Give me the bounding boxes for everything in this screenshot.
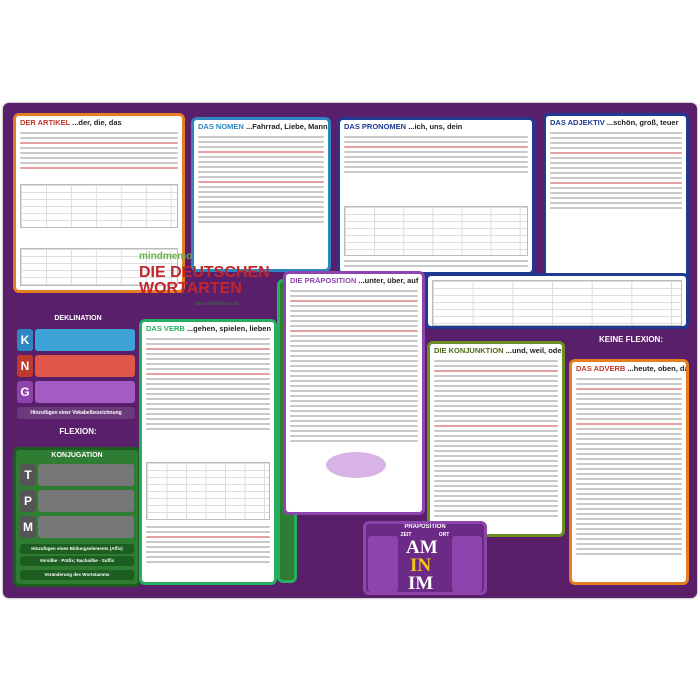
card-adverb-title: DAS ADVERB ...heute, oben, darum	[572, 362, 686, 375]
konjugation-badge-t: T	[20, 464, 36, 486]
center-title-block: mindmemo DIE DEUTSCHEN WORTARTEN www.min…	[135, 251, 285, 311]
card-adjektiv-title: DAS ADJEKTIV ...schön, groß, teuer	[546, 116, 686, 129]
konjugation-badge-p: P	[20, 490, 36, 512]
prep-word-in: IN	[410, 555, 432, 576]
card-nomen-text	[198, 136, 324, 265]
konjugation-footer-1: Hinzufügen eines Bildungselements (Affix…	[20, 544, 134, 554]
website-url: www.mindmemo.de	[195, 301, 239, 307]
card-nomen: DAS NOMEN ...Fahrrad, Liebe, Mann	[191, 117, 331, 272]
konjugation-title: KONJUGATION	[51, 452, 103, 459]
card-konjunktion-title: DIE KONJUNKTION ...und, weil, oder	[430, 344, 562, 357]
adjektiv-table	[432, 280, 682, 326]
card-adjektiv-text	[550, 132, 682, 312]
konjugation-strip-m	[38, 516, 134, 538]
card-pronomen-text	[344, 136, 528, 192]
adjektiv-table-band	[425, 273, 689, 329]
konjugation-footer-2: Vorsilbe · Präfix; Nachsilbe · Suffix	[20, 556, 134, 566]
am-in-im-panel: PRÄPOSITION ZEIT ORT AM IN IM	[363, 521, 487, 595]
card-pronomen-table	[344, 206, 528, 256]
card-praeposition-title: DIE PRÄPOSITION ...unter, über, auf	[286, 274, 422, 287]
deklination-strip-g	[35, 381, 135, 403]
konjugation-footer-3: Veränderung des Wortstamms	[20, 570, 134, 580]
deklination-badge-n: N	[17, 355, 33, 377]
deklination-badge-g: G	[17, 381, 33, 403]
card-pronomen: DAS PRONOMEN ...ich, uns, dein	[337, 117, 535, 275]
card-praeposition-text	[290, 290, 418, 442]
brand-logo: mindmemo	[139, 251, 193, 262]
konjugation-panel: KONJUGATION T P M Hinzufügen eines Bildu…	[13, 447, 141, 587]
card-adverb: DAS ADVERB ...heute, oben, darum	[569, 359, 689, 585]
am-in-im-label-zeit: ZEIT	[400, 532, 412, 538]
deklination-badge-k: K	[17, 329, 33, 351]
prep-word-im: IM	[408, 573, 434, 594]
main-title-line-2: WORTARTEN	[139, 280, 242, 297]
card-pronomen-footer	[344, 260, 528, 268]
card-nomen-title: DAS NOMEN ...Fahrrad, Liebe, Mann	[194, 120, 328, 133]
am-in-im-header: PRÄPOSITION	[404, 524, 446, 530]
card-artikel-table-2	[20, 248, 178, 286]
konjugation-badge-m: M	[20, 516, 36, 538]
deklination-strip-k	[35, 329, 135, 351]
konjugation-strip-p	[38, 490, 134, 512]
card-artikel-title: DER ARTIKEL ...der, die, das	[16, 116, 182, 129]
deklination-title: DEKLINATION	[54, 315, 102, 322]
card-praeposition: DIE PRÄPOSITION ...unter, über, auf	[283, 271, 425, 515]
card-adverb-text	[576, 378, 682, 578]
praeposition-diagram	[326, 452, 386, 478]
card-artikel: DER ARTIKEL ...der, die, das	[13, 113, 185, 293]
deklination-strip-n	[35, 355, 135, 377]
card-verb-text	[146, 338, 270, 452]
card-verb-notes	[146, 526, 270, 578]
card-konjunktion: DIE KONJUNKTION ...und, weil, oder	[427, 341, 565, 537]
deklination-footer: Hinzufügen einer Vokabelbezeichnung	[17, 407, 135, 419]
card-verb-title: DAS VERB ...gehen, spielen, lieben	[142, 322, 274, 335]
card-artikel-text	[20, 132, 178, 286]
keine-flexion-title: KEINE FLEXION:	[598, 335, 663, 344]
prep-word-am: AM	[406, 537, 438, 558]
card-artikel-table	[20, 184, 178, 228]
poster: DER ARTIKEL ...der, die, das DAS NOMEN .…	[3, 103, 697, 598]
card-verb-table	[146, 462, 270, 520]
am-in-im-right-column	[452, 536, 482, 592]
main-title-line-1: DIE DEUTSCHEN	[139, 264, 270, 281]
card-pronomen-title: DAS PRONOMEN ...ich, uns, dein	[340, 120, 532, 133]
am-in-im-label-ort: ORT	[438, 532, 450, 538]
flexion-title: FLEXION:	[59, 427, 97, 436]
card-konjunktion-text	[434, 360, 558, 530]
konjugation-strip-t	[38, 464, 134, 486]
card-verb: DAS VERB ...gehen, spielen, lieben	[139, 319, 277, 585]
am-in-im-left-column	[368, 536, 398, 592]
